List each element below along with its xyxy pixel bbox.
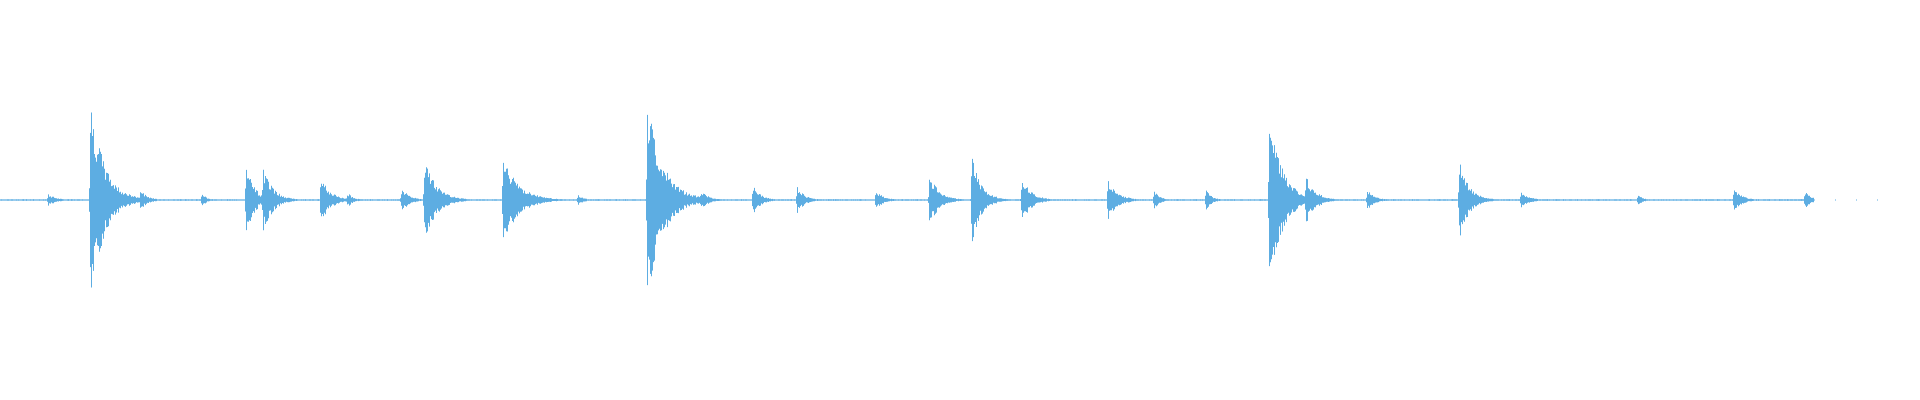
waveform-signal xyxy=(0,112,1814,288)
